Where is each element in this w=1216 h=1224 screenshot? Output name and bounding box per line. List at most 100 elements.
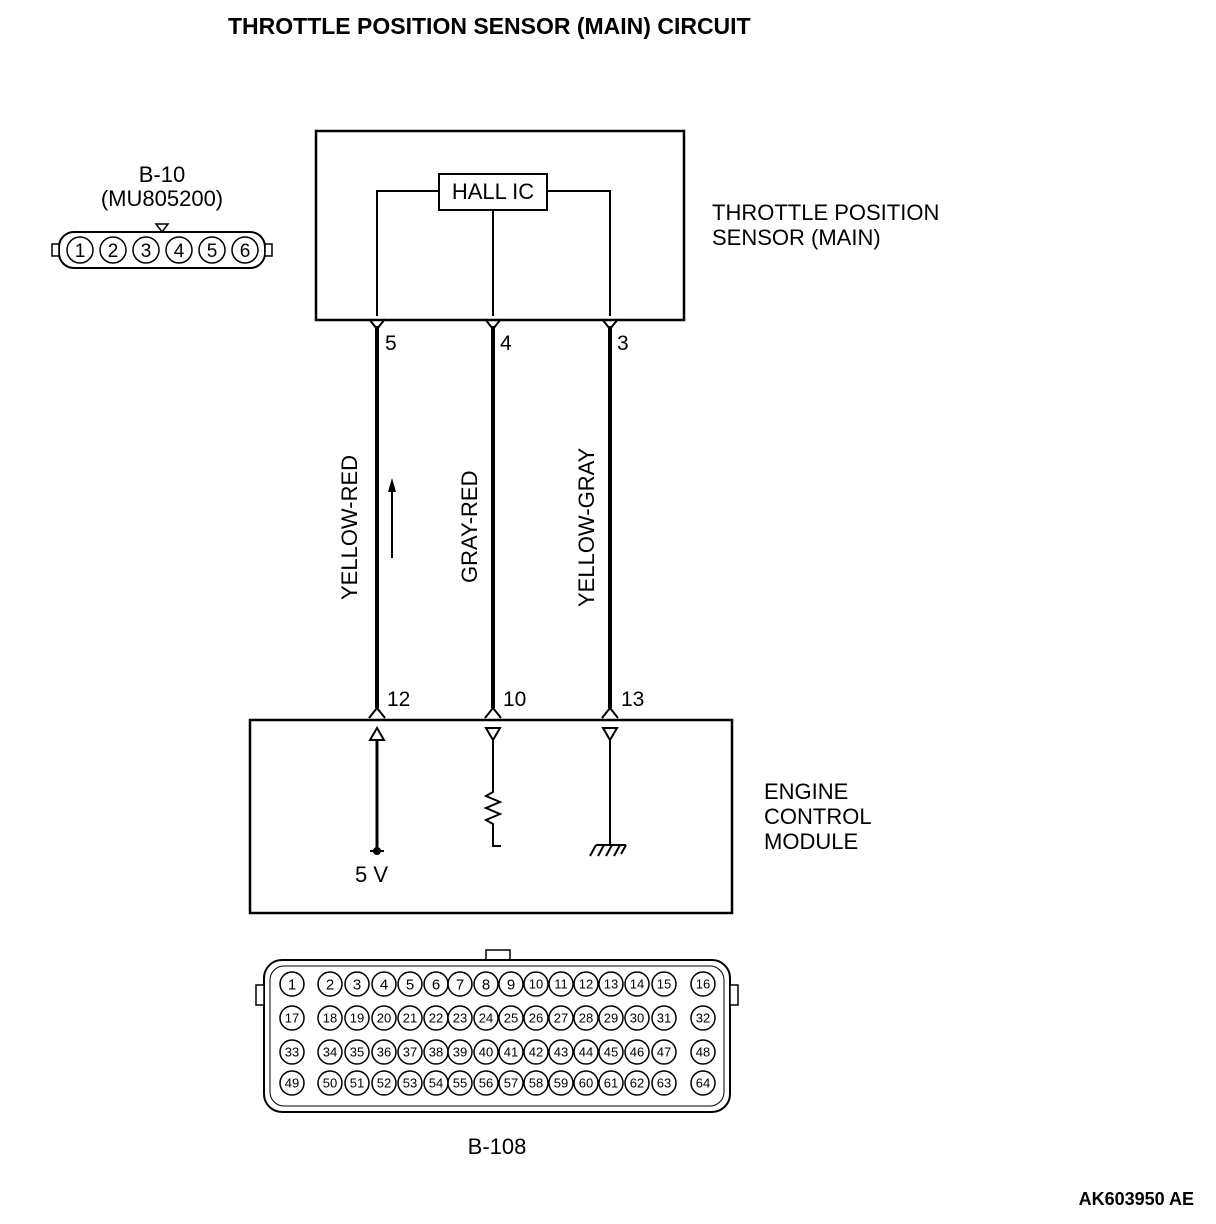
connector-pin: 51 (344, 1070, 370, 1096)
connector-pin: 42 (523, 1039, 549, 1065)
pin-number: 49 (285, 1076, 299, 1091)
pin-number: 30 (630, 1011, 644, 1026)
connector-pin: 7 (447, 971, 473, 997)
hall-ic-left-lead (376, 190, 439, 316)
pin-circle (498, 1070, 524, 1096)
ecm-terminal-13-icon (601, 706, 619, 719)
pin-circle (523, 971, 549, 997)
sensor-internal-wiring (376, 190, 611, 316)
pin-number: 60 (579, 1076, 593, 1091)
ecm-label-line1: ENGINE (764, 779, 848, 804)
connector-pin: 13 (598, 971, 624, 997)
pin-number: 1 (75, 241, 86, 262)
connector-pin: 61 (598, 1070, 624, 1096)
pin-circle (132, 236, 160, 264)
pin-number: 50 (323, 1076, 337, 1091)
connector-pin: 9 (498, 971, 524, 997)
hall-ic-right-lead (547, 190, 611, 316)
sensor-pin-3: 3 (617, 332, 629, 355)
connector-pin: 63 (651, 1070, 677, 1096)
ecm-terminals (368, 706, 619, 719)
pin-circle (498, 971, 524, 997)
pin-circle (279, 1070, 305, 1096)
pin-number: 56 (479, 1076, 493, 1091)
pin-number: 57 (504, 1076, 518, 1091)
sensor-box (314, 129, 686, 322)
pin-number: 16 (696, 977, 710, 992)
connector-pin: 16 (690, 971, 716, 997)
pin-number: 18 (323, 1011, 337, 1026)
pin-number: 2 (108, 241, 119, 262)
connector-pin: 1 (66, 236, 94, 264)
pin-circle (397, 1070, 423, 1096)
pin-circle (548, 1039, 574, 1065)
pin-circle (344, 1070, 370, 1096)
pin-number: 33 (285, 1045, 299, 1060)
connector-pin: 19 (344, 1005, 370, 1031)
pin-number: 19 (350, 1011, 364, 1026)
pin-circle (344, 1005, 370, 1031)
pin-number: 61 (604, 1076, 618, 1091)
pin-number: 62 (630, 1076, 644, 1091)
pin-circle (344, 1039, 370, 1065)
pin-circle (371, 971, 397, 997)
pin-number: 15 (657, 977, 671, 992)
pin-number: 42 (529, 1045, 543, 1060)
connector-pin: 34 (317, 1039, 343, 1065)
connector-pin: 47 (651, 1039, 677, 1065)
connector-pin: 59 (548, 1070, 574, 1096)
pin-circle (573, 1005, 599, 1031)
sensor-label-line1: THROTTLE POSITION (712, 200, 939, 225)
engine-control-module: ENGINE CONTROL MODULE 5 V (248, 718, 872, 915)
wire-color-yellow-gray: YELLOW-GRAY (574, 447, 599, 607)
pin-number: 51 (350, 1076, 364, 1091)
pin-circle (624, 971, 650, 997)
connector-pin: 2 (317, 971, 343, 997)
pin-circle (317, 1039, 343, 1065)
ecm-terminal-10-icon (484, 706, 502, 719)
pin-number: 23 (453, 1011, 467, 1026)
connector-pin: 12 (573, 971, 599, 997)
connector-pin: 49 (279, 1070, 305, 1096)
connector-pin: 8 (473, 971, 499, 997)
pin-number: 7 (456, 976, 464, 993)
connector-pin: 22 (423, 1005, 449, 1031)
connector-pin: 32 (690, 1005, 716, 1031)
pin-circle (473, 1070, 499, 1096)
pin-circle (651, 1070, 677, 1096)
throttle-position-sensor: HALL IC THROTTLE POSITION SENSOR (MAIN) (314, 129, 939, 322)
pin-number: 6 (432, 976, 440, 993)
connector-pin: 56 (473, 1070, 499, 1096)
pin-number: 11 (554, 977, 568, 992)
pin-circle (447, 971, 473, 997)
pin-number: 25 (504, 1011, 518, 1026)
pin-circle (498, 1039, 524, 1065)
sensor-connector-left-latch (51, 243, 60, 257)
pin-circle (447, 1070, 473, 1096)
connector-pin: 54 (423, 1070, 449, 1096)
pin-circle (473, 1039, 499, 1065)
connector-pin: 40 (473, 1039, 499, 1065)
pin-number: 13 (604, 977, 618, 992)
up-arrow-icon (368, 726, 386, 741)
pin-number: 4 (380, 976, 388, 993)
pin-circle (523, 1039, 549, 1065)
connector-pin: 11 (548, 971, 574, 997)
pin-circle (371, 1039, 397, 1065)
connector-pin: 43 (548, 1039, 574, 1065)
pin-number: 22 (429, 1011, 443, 1026)
pin-number: 32 (696, 1011, 710, 1026)
pin-number: 53 (403, 1076, 417, 1091)
pin-circle (523, 1070, 549, 1096)
ecm-label-line2: CONTROL (764, 804, 872, 829)
pin-number: 40 (479, 1045, 493, 1060)
connector-pin: 6 (423, 971, 449, 997)
connector-pin: 5 (198, 236, 226, 264)
pin-number: 29 (604, 1011, 618, 1026)
pin-circle (473, 971, 499, 997)
pin-number: 35 (350, 1045, 364, 1060)
pin-number: 1 (288, 976, 296, 993)
pin-number: 31 (657, 1011, 671, 1026)
